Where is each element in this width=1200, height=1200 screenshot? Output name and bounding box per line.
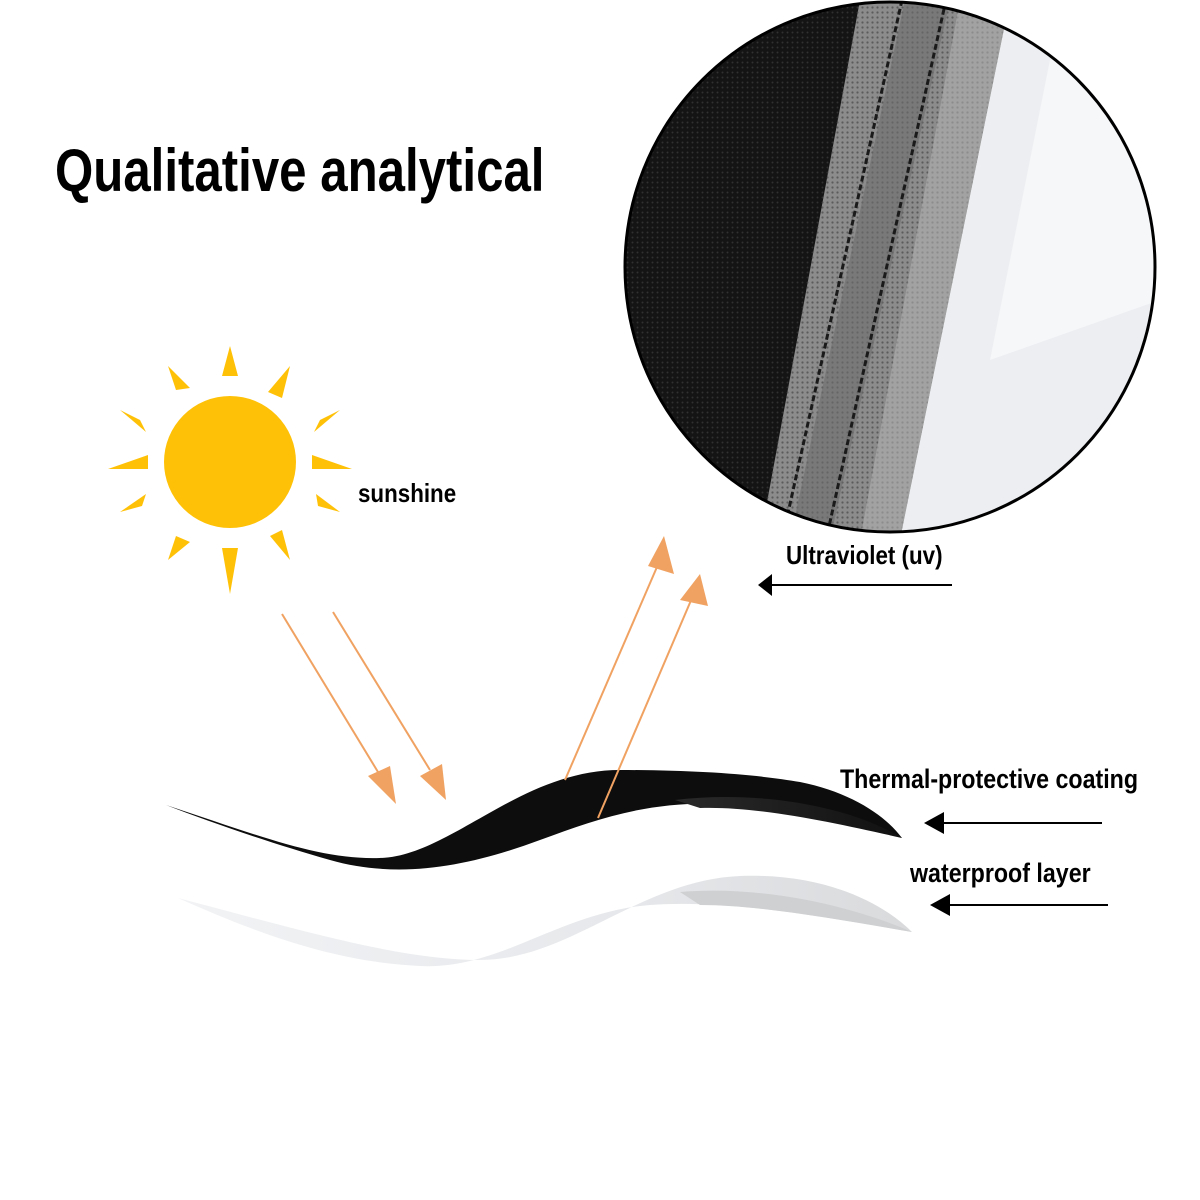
ray-reflected-1 [564,559,661,781]
ray-incoming-1 [281,613,379,773]
thermal-coating-label: Thermal-protective coating [840,764,1139,794]
fabric-closeup-image [623,0,1157,534]
thermal-layer-shape [166,770,902,870]
sunshine-label: sunshine [358,478,457,508]
ultraviolet-label: Ultraviolet (uv) [786,540,943,570]
thermal-pointer-head [924,812,944,834]
sun-rays [281,536,708,819]
ray-incoming-2 [332,611,431,771]
waterproof-pointer-head [930,894,950,916]
waterproof-layer-shape [178,875,912,967]
waterproof-layer-label: waterproof layer [910,858,1091,888]
uv-pointer-head [758,574,772,596]
ray-incoming-2-head [420,764,446,800]
pointer-arrows [758,574,1108,916]
ray-incoming-1-head [368,766,396,804]
sun-icon [108,346,352,594]
page-title: Qualitative analytical [55,137,545,204]
ray-reflected-1-head [648,536,674,574]
ray-reflected-2 [597,597,693,819]
ray-reflected-2-head [680,574,708,606]
